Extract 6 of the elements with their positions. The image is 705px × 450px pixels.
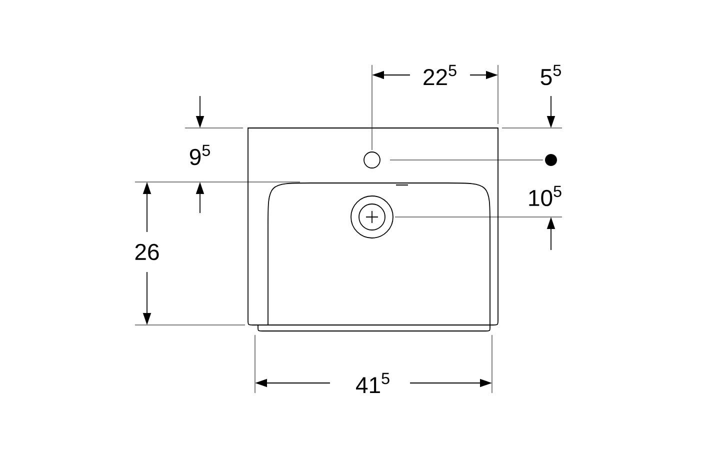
dimension-label: 41$^{5}$	[356, 372, 390, 394]
dimension-label: 22$^{5}$	[424, 64, 456, 86]
dimension-label: 9$^{5}$	[190, 144, 210, 166]
dimension-label: 26	[135, 244, 159, 260]
dimension-label: 10$^{5}$	[529, 186, 562, 206]
dimension-label: 5$^{5}$	[540, 64, 561, 86]
